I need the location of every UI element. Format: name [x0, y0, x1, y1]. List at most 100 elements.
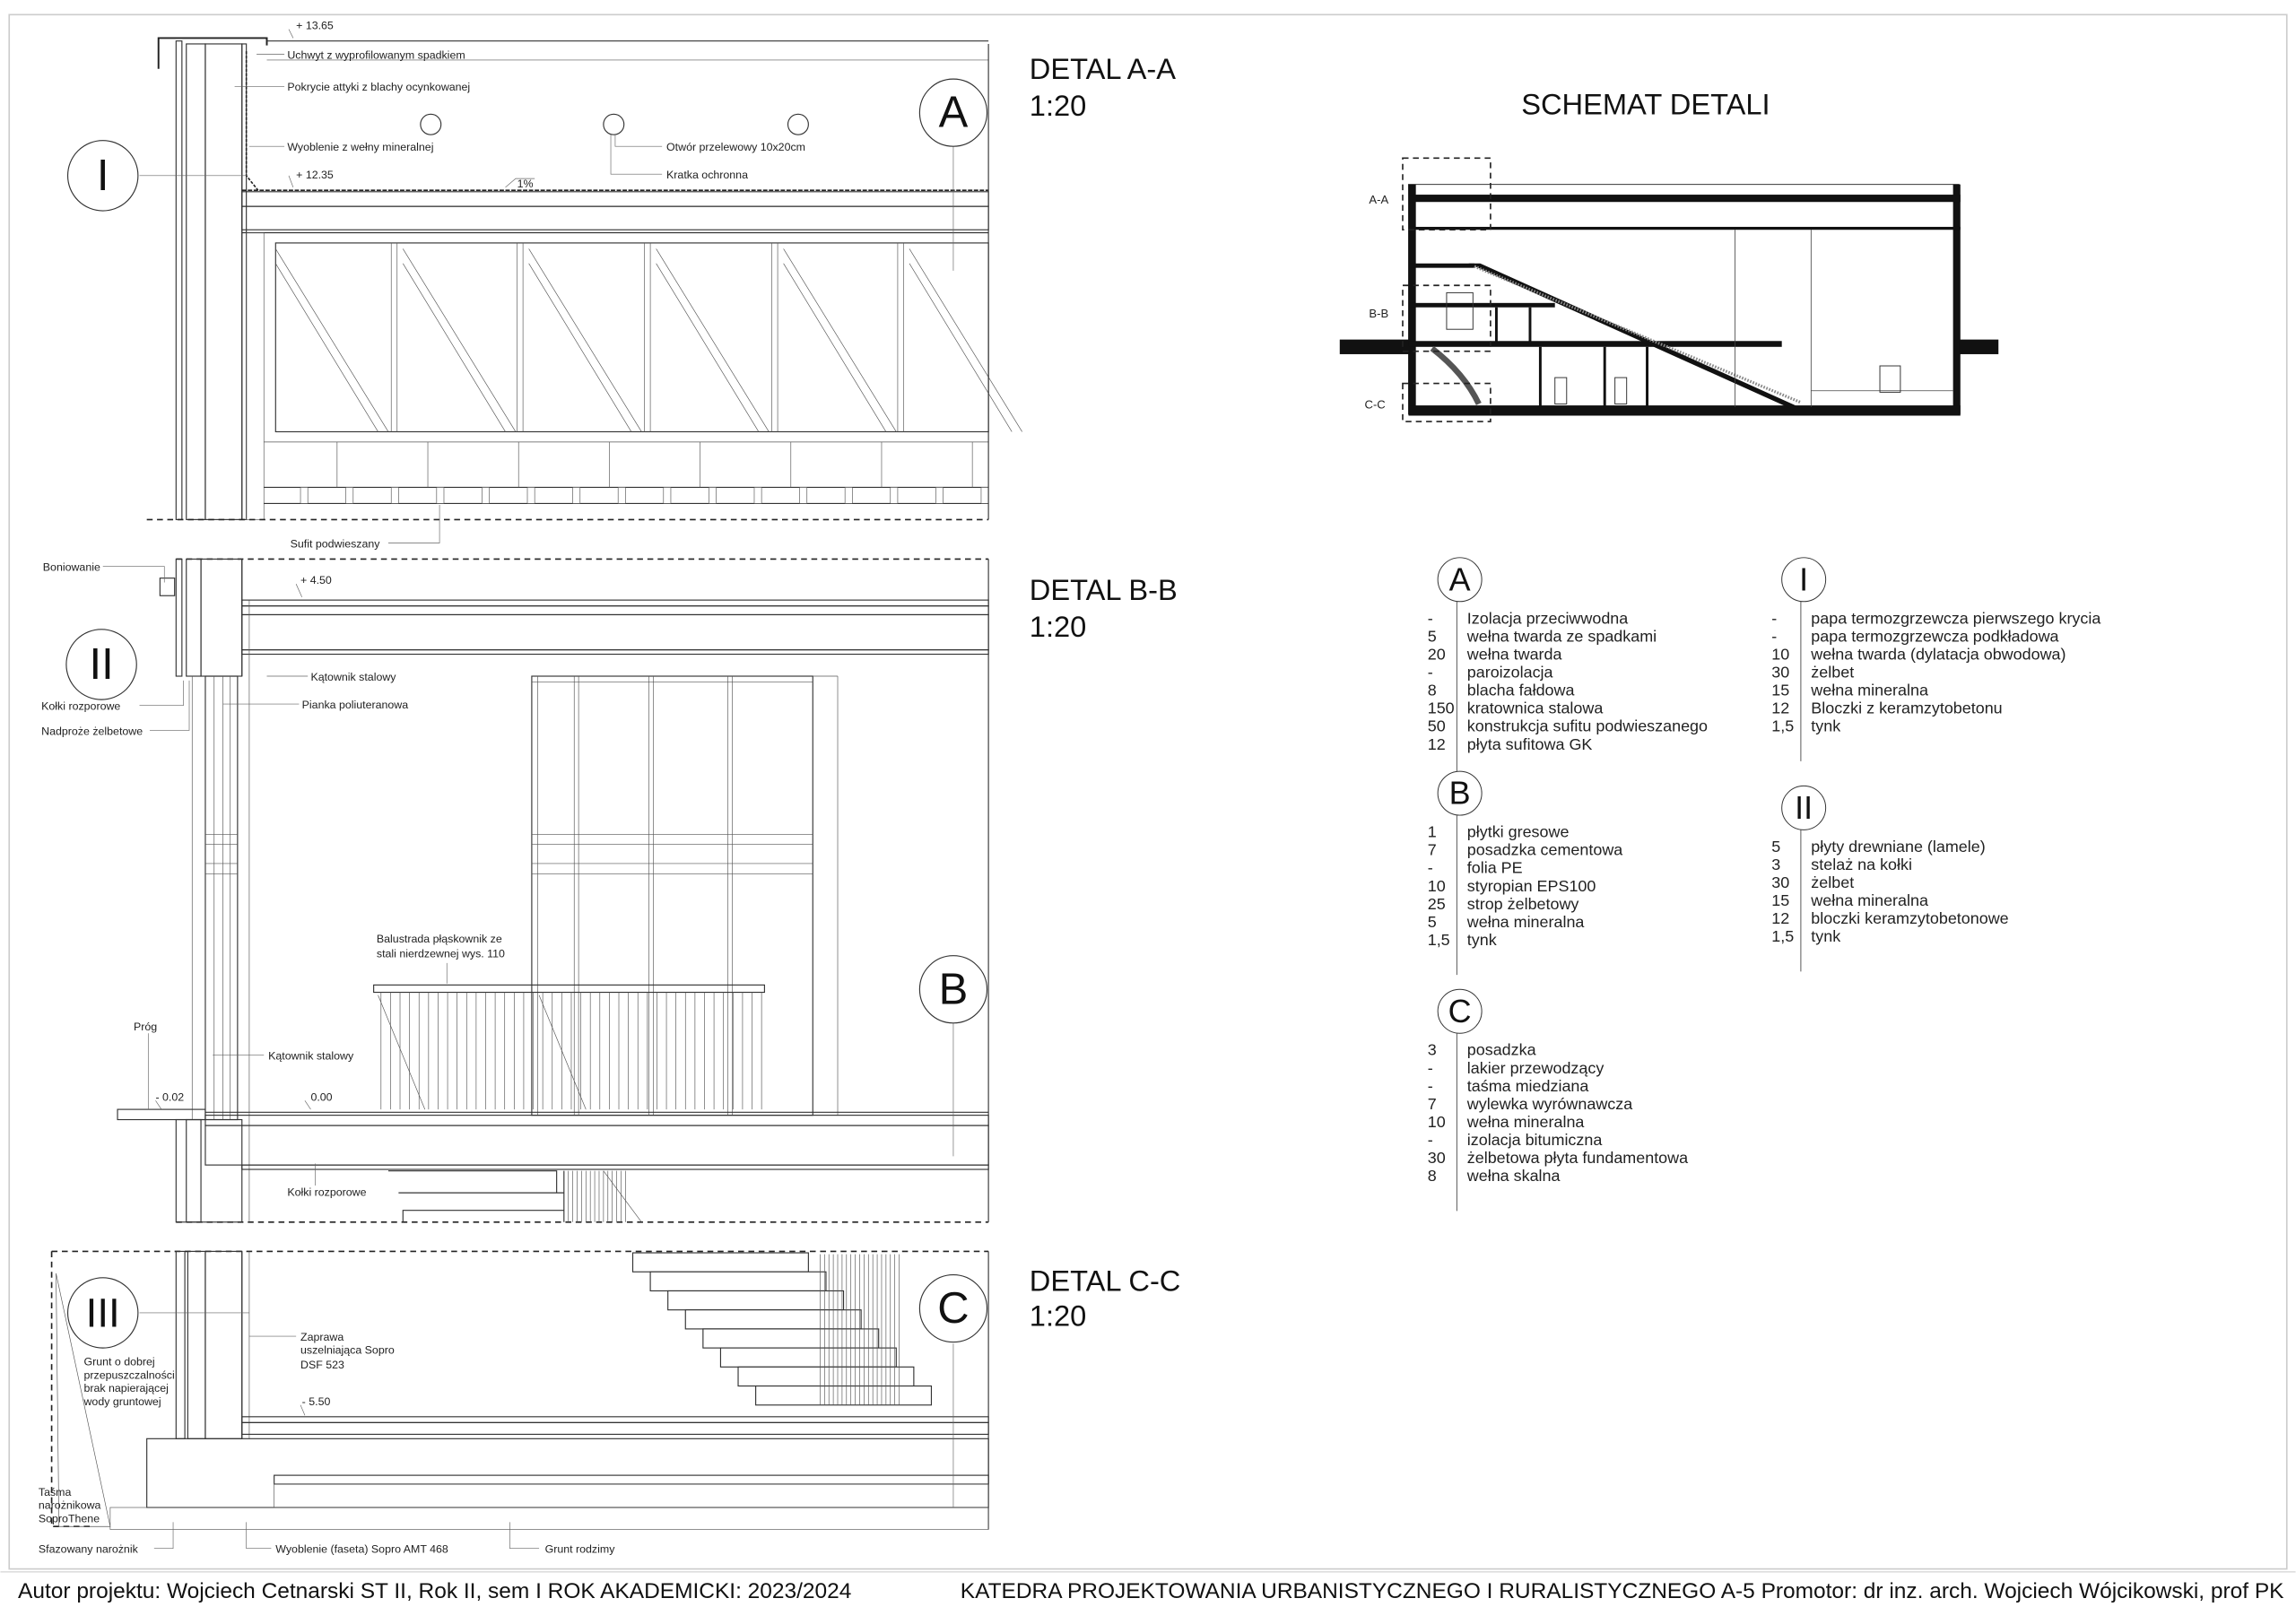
detail-a-scale: 1:20: [1030, 89, 1087, 122]
node-marker-i: [66, 140, 139, 212]
detail-marker-label: C: [937, 1284, 969, 1333]
layer-name: żelbet: [1811, 873, 1854, 891]
annotation: Kątownik stalowy: [268, 1050, 354, 1063]
slope-label: 1%: [517, 178, 534, 190]
layer-name: bloczki keramzytobetonowe: [1811, 909, 2008, 927]
annotation: Wyoblenie z wełny mineralnej: [287, 141, 433, 153]
detail-marker-label: A: [939, 89, 969, 137]
layer-thickness: 3: [1771, 856, 1780, 873]
legend-marker-label: I: [1799, 561, 1808, 597]
annotation: Sufit podwieszany: [291, 537, 381, 550]
detail-c-drawing: III C: [50, 1250, 989, 1550]
detail-marker-b: [918, 955, 988, 1024]
detail-c-scale: 1:20: [1030, 1299, 1087, 1333]
layer-thickness: -: [1771, 627, 1777, 645]
annotation: Kątownik stalowy: [310, 671, 396, 683]
elevation-label: + 12.35: [296, 169, 334, 181]
detail-b-scale: 1:20: [1030, 610, 1087, 643]
layer-thickness: 5: [1428, 627, 1437, 645]
layer-thickness: 1: [1428, 823, 1437, 841]
layer-thickness: -: [1428, 859, 1433, 877]
legend-marker-circle: [1781, 557, 1827, 603]
layer-thickness: -: [1428, 1059, 1433, 1077]
annotation: Nadproże żelbetowe: [41, 725, 143, 737]
annotation: brak napierającej: [83, 1382, 168, 1394]
elevation-label: 0.00: [310, 1090, 332, 1103]
rustication-icon: [159, 578, 176, 596]
schema-title: SCHEMAT DETALI: [1521, 87, 1770, 120]
node-marker-label: III: [86, 1290, 120, 1335]
layer-thickness: 5: [1428, 913, 1437, 931]
annotation: Kratka ochronna: [666, 169, 748, 181]
detail-a-title: DETAL A-A: [1030, 52, 1176, 85]
detail-c-title: DETAL C-C: [1030, 1264, 1181, 1297]
annotation: Próg: [134, 1021, 157, 1033]
layer-thickness: -: [1428, 1077, 1433, 1095]
annotation: Otwór przelewowy 10x20cm: [666, 141, 805, 153]
detail-marker-a: [918, 78, 988, 147]
layer-name: strop żelbetowy: [1467, 895, 1579, 913]
layer-name: kratownica stalowa: [1467, 699, 1604, 717]
annotation: Balustrada płąskownik ze: [377, 933, 502, 945]
detail-a-annotations: + 13.65 Uchwyt z wyprofilowanym spadkiem…: [287, 20, 805, 551]
layer-name: wylewka wyrównawcza: [1466, 1095, 1632, 1113]
layer-thickness: 15: [1771, 891, 1789, 909]
layer-name: wełna mineralna: [1810, 682, 1928, 699]
annotation: Wyoblenie (faseta) Sopro AMT 468: [275, 1543, 448, 1556]
layer-name: blacha fałdowa: [1467, 682, 1575, 699]
footer-author: Autor projektu: Wojciech Cetnarski ST II…: [18, 1579, 851, 1603]
layer-name: Bloczki z keramzytobetonu: [1811, 699, 2002, 717]
schema-label: B-B: [1369, 307, 1388, 320]
annotation: DSF 523: [300, 1359, 344, 1371]
layer-thickness: 50: [1428, 717, 1446, 735]
legend-i: I-papa termozgrzewcza pierwszego krycia-…: [1771, 557, 2100, 761]
layer-thickness: 5: [1771, 838, 1780, 856]
layer-thickness: 10: [1771, 645, 1789, 663]
annotation: stali nierdzewnej wys. 110: [377, 947, 505, 960]
layer-thickness: 12: [1771, 909, 1789, 927]
legend-marker-circle: [1437, 770, 1483, 816]
layer-name: żelbetowa płyta fundamentowa: [1467, 1149, 1688, 1167]
detail-b-drawing: II B: [65, 558, 989, 1223]
balustrade-rail: [373, 984, 765, 994]
schema-section-drawing: A-A B-B C-C: [1339, 157, 1999, 422]
annotation: przepuszczalności: [83, 1368, 174, 1381]
layer-thickness: 10: [1428, 877, 1446, 895]
annotation: Kołki rozporowe: [287, 1186, 366, 1198]
annotation: Pianka poliuteranowa: [302, 699, 409, 711]
detail-marker-label: B: [939, 965, 969, 1013]
layer-name: Izolacja przeciwwodna: [1467, 609, 1628, 627]
layer-name: papa termozgrzewcza podkładowa: [1811, 627, 2058, 645]
annotation: Grunt rodzimy: [545, 1543, 616, 1556]
legend-marker-circle: [1437, 988, 1483, 1034]
node-marker-label: II: [89, 640, 113, 689]
legend-marker-circle: [1781, 785, 1827, 830]
layer-name: tynk: [1467, 931, 1497, 949]
layer-thickness: 7: [1428, 1095, 1437, 1113]
annotation: Sfazowany narożnik: [39, 1543, 139, 1556]
layer-name: folia PE: [1467, 859, 1523, 877]
layer-thickness: -: [1428, 609, 1433, 627]
annotation: Zaprawa: [300, 1331, 344, 1343]
layer-name: lakier przewodzący: [1467, 1059, 1605, 1077]
elevation-label: + 13.65: [296, 20, 334, 32]
overflow-opening-icon: [787, 113, 809, 135]
layer-thickness: 10: [1428, 1113, 1446, 1131]
annotation: narożnikowa: [39, 1499, 101, 1512]
layer-name: płyta sufitowa GK: [1467, 735, 1593, 753]
layer-thickness: 30: [1771, 873, 1789, 891]
layer-name: tynk: [1811, 927, 1840, 945]
annotation: SoproThene: [39, 1512, 100, 1524]
detail-marker-c: [918, 1273, 988, 1343]
layer-thickness: 12: [1428, 735, 1446, 753]
layer-name: wełna twarda: [1466, 645, 1562, 663]
layer-thickness: 1,5: [1771, 717, 1794, 735]
layer-name: konstrukcja sufitu podwieszanego: [1467, 717, 1708, 735]
elevation-label: - 0.02: [155, 1090, 184, 1103]
annotation: uszelniająca Sopro: [300, 1344, 395, 1357]
annotation: wody gruntowej: [83, 1395, 161, 1408]
layer-name: wełna twarda (dylatacja obwodowa): [1810, 645, 2066, 663]
